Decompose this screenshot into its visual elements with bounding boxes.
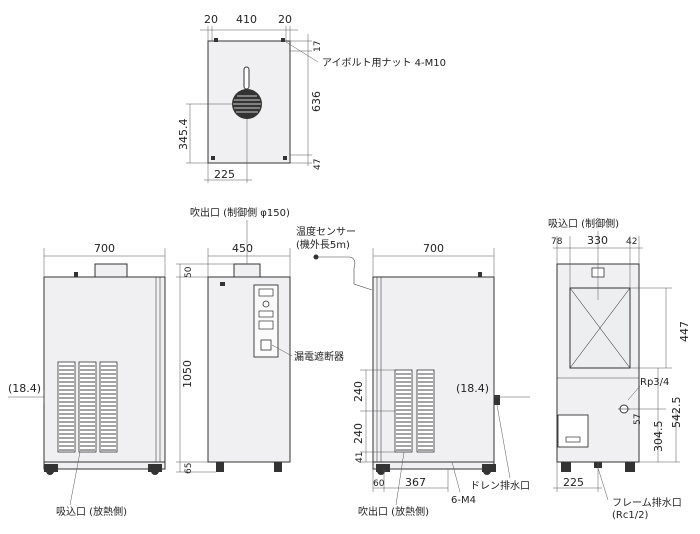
right-intake-label: 吸込口 (制御側) — [548, 217, 619, 230]
right-dim-78: 78 — [551, 237, 563, 247]
front-dim-700: 700 — [94, 242, 115, 255]
drain-port-icon — [494, 395, 500, 405]
front-intake-grille — [57, 361, 118, 453]
rear-exhaust-label: 吹出口 (放熱側) — [358, 505, 429, 518]
front-top-port — [94, 263, 128, 278]
eyebolt-slot — [243, 66, 250, 90]
side-dim-50: 50 — [184, 266, 194, 278]
front-intake-label: 吸込口 (放熱側) — [56, 505, 127, 518]
side-dim-450: 450 — [232, 242, 253, 255]
drain-label: ドレン排水口 — [470, 479, 530, 492]
rear-dim-184: (18.4) — [456, 382, 489, 395]
top-dim-345: 345.4 — [177, 119, 190, 151]
side-dim-1050: 1050 — [181, 360, 194, 388]
bolts-label: 6-M4 — [451, 495, 476, 506]
right-dim-330: 330 — [587, 234, 608, 247]
top-dim-47: 47 — [313, 159, 323, 170]
rear-dim-367: 367 — [405, 476, 426, 489]
right-view: 78 330 42 吸込口 (制御側) 447 542.5 304.5 Rp3/… — [548, 217, 691, 521]
front-view: 700 (18.4) 吸込口 (放熱側) — [8, 242, 166, 518]
frame-drain-rc: (Rc1/2) — [612, 510, 648, 521]
top-dim-225: 225 — [214, 168, 235, 181]
temperature-sensor-icon — [313, 254, 319, 260]
rear-exhaust-grille — [394, 369, 435, 453]
side-exhaust-port — [233, 263, 261, 278]
breaker-label: 漏電遮断器 — [294, 350, 344, 363]
eyebolt-nut-callout: アイボルト用ナット 4-M10 — [322, 57, 446, 69]
right-dim-3045: 304.5 — [652, 421, 665, 453]
breaker-icon — [260, 339, 272, 351]
top-dim-17: 17 — [313, 41, 323, 52]
right-dim-57: 57 — [633, 414, 643, 425]
side-exhaust-label: 吹出口 (制御側 φ150) — [190, 206, 290, 219]
top-view: 20 410 20 17 636 47 345.4 225 アイボルト用ナット … — [177, 13, 446, 183]
right-dim-5425: 542.5 — [670, 397, 683, 429]
right-dim-447: 447 — [678, 321, 691, 342]
top-dim-20a: 20 — [204, 13, 218, 26]
side-view: 450 吹出口 (制御側 φ150) 50 1050 65 漏電遮断器 — [176, 206, 344, 474]
frame-drain-label: フレーム排水口 — [612, 496, 682, 509]
rear-dim-240a: 240 — [352, 381, 365, 402]
rear-dim-240b: 240 — [352, 423, 365, 444]
rp-label: Rp3/4 — [640, 377, 669, 388]
rear-dim-41: 41 — [355, 452, 365, 463]
right-dim-225: 225 — [563, 476, 584, 489]
top-dim-20b: 20 — [278, 13, 292, 26]
rear-view: 温度センサー (機外長5m) 700 240 240 41 60 367 (18… — [296, 225, 530, 518]
right-dim-42: 42 — [626, 237, 637, 247]
side-dim-65: 65 — [184, 463, 194, 474]
rear-dim-700: 700 — [423, 242, 444, 255]
top-dim-410: 410 — [236, 13, 257, 26]
front-dim-184: (18.4) — [8, 382, 41, 395]
sensor-label-1: 温度センサー — [296, 225, 356, 238]
top-dim-636: 636 — [310, 91, 323, 112]
rear-dim-60: 60 — [373, 479, 385, 489]
sensor-label-2: (機外長5m) — [296, 238, 350, 251]
